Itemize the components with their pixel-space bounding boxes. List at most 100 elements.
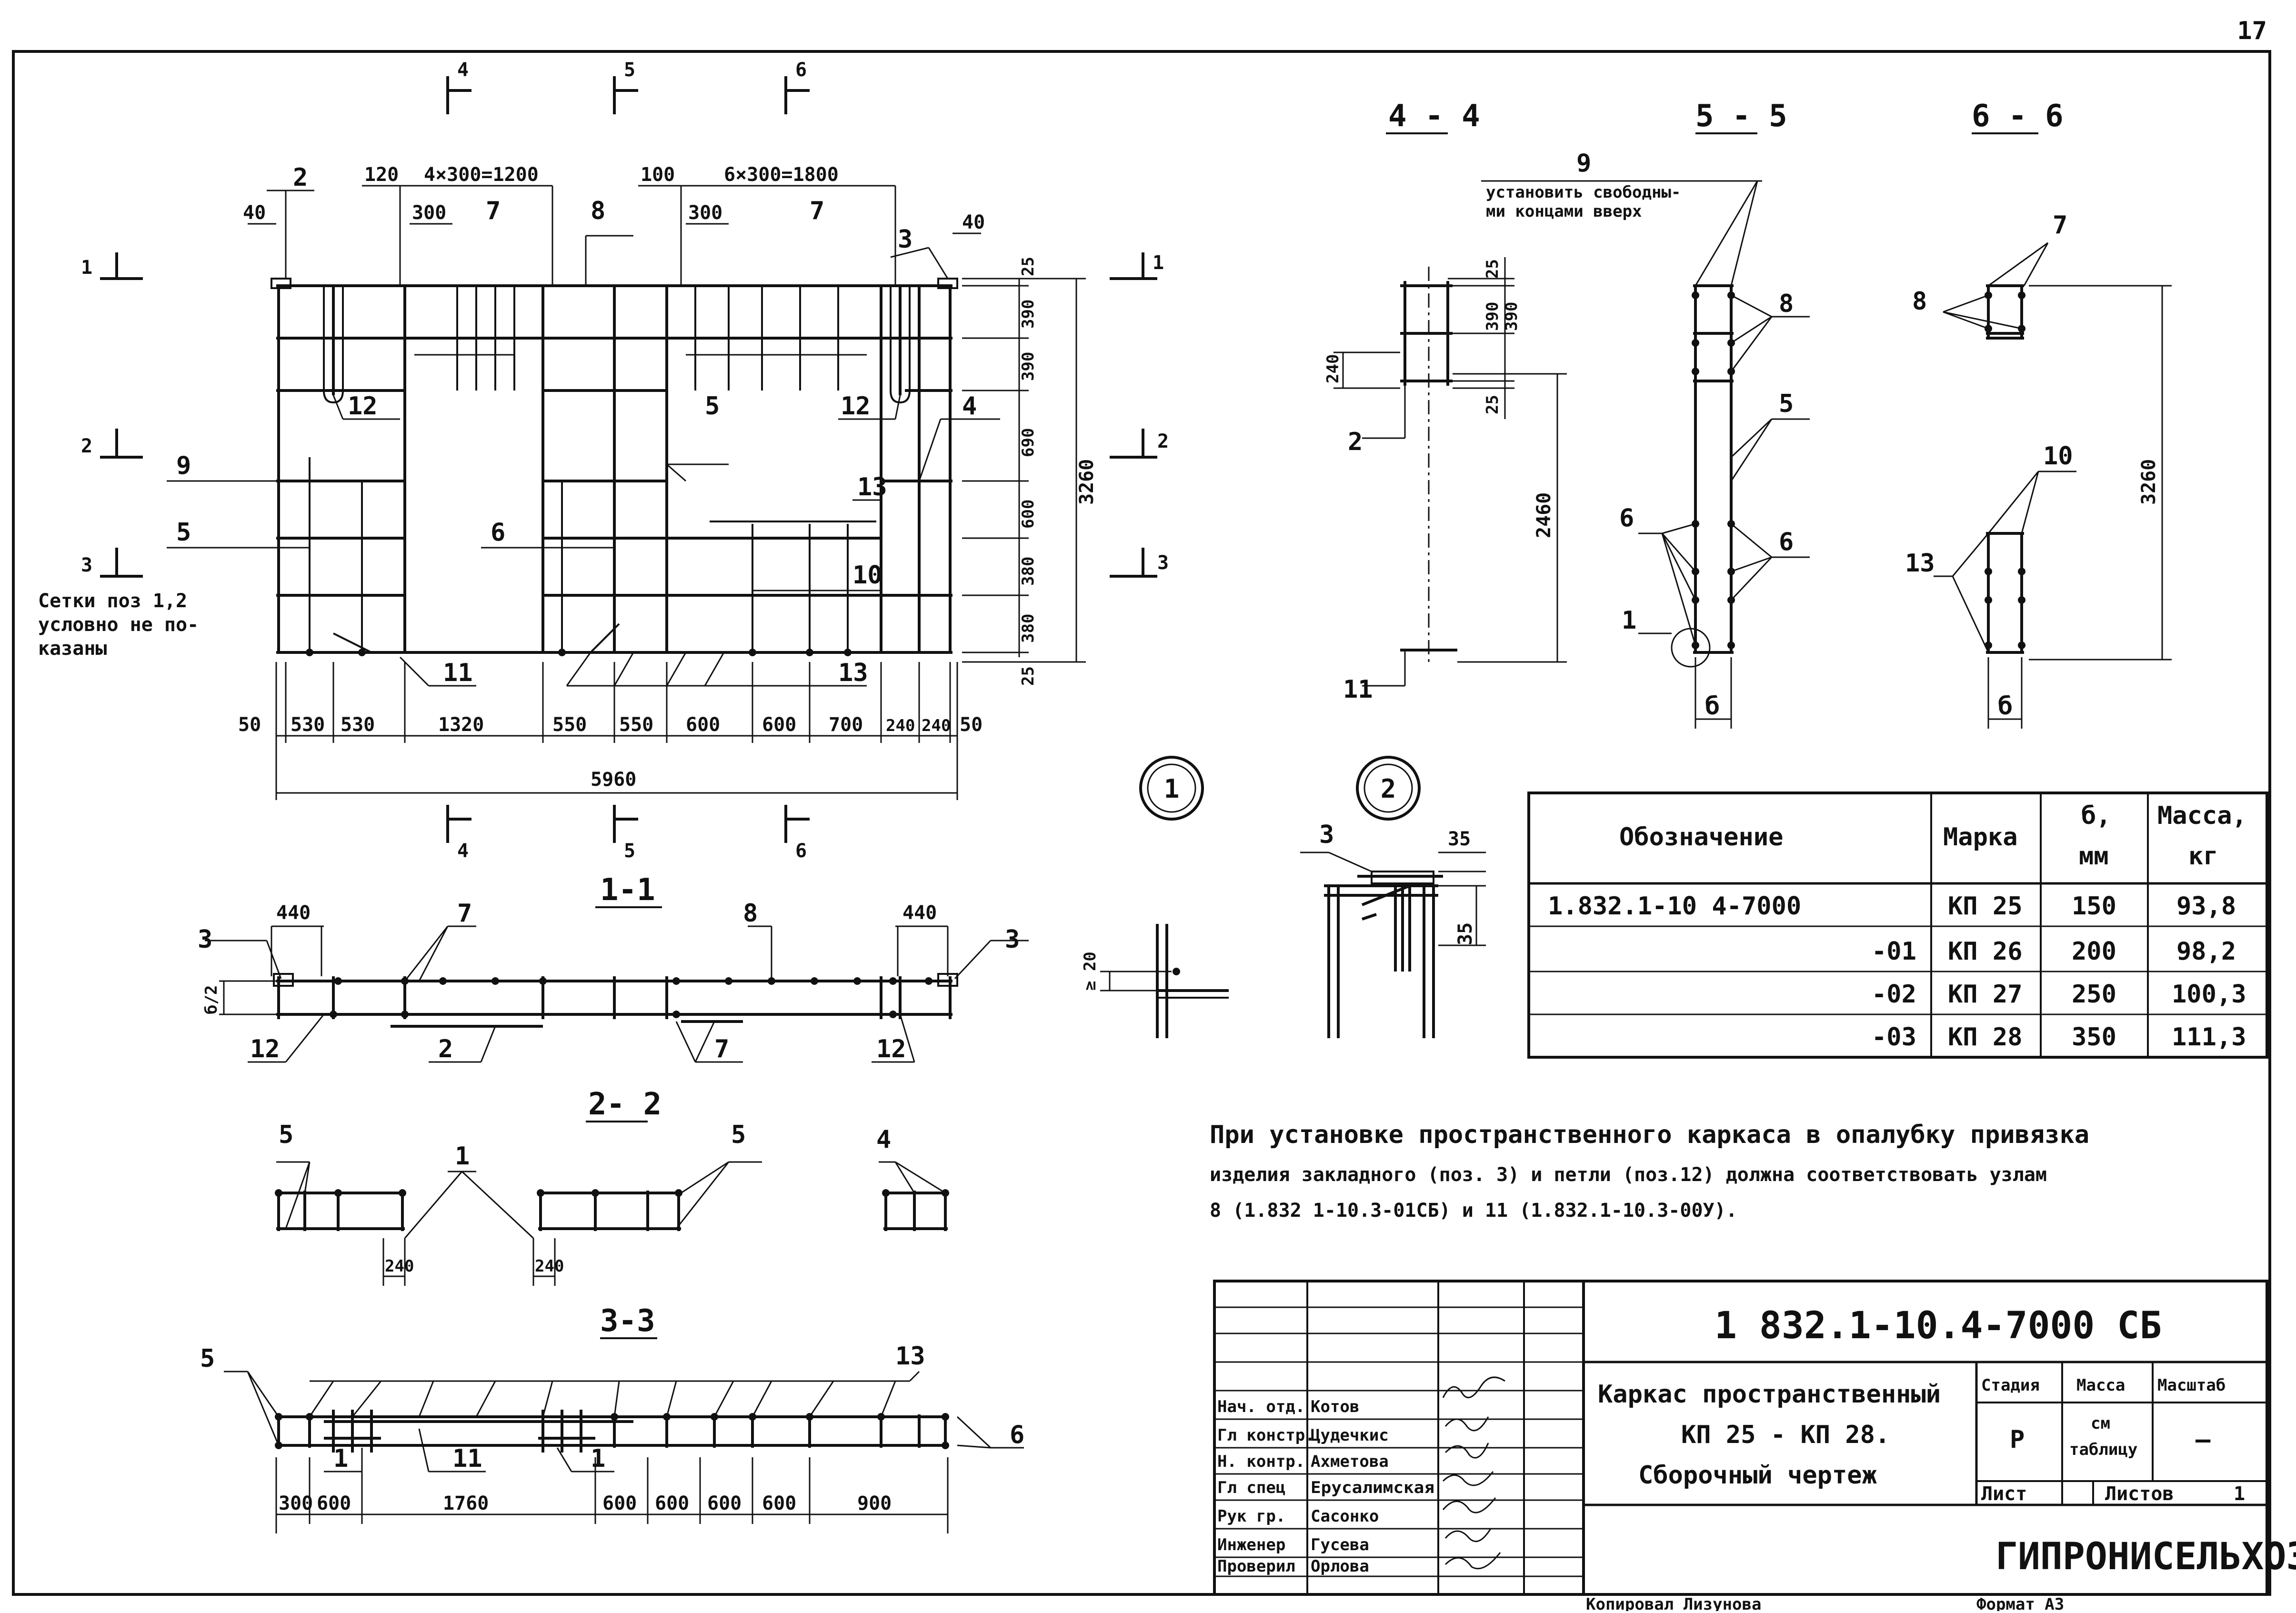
sec33-callout-5: 5 [200, 1344, 215, 1373]
sec11-callout-12b: 12 [876, 1035, 906, 1063]
plan-labels: 4 5 6 4 5 6 1 2 3 1 2 3 120 4×300=1200 1… [38, 59, 1169, 862]
sec11-callout-7a: 7 [457, 899, 472, 928]
spec-cell-mark: КП 25 [1948, 892, 2023, 921]
node-2-detail [1300, 852, 1486, 1038]
section-4-4-title: 4 - 4 [1388, 99, 1480, 134]
cut-mark-4-bottom: 4 [457, 840, 469, 862]
sec55-callout-8: 8 [1779, 290, 1794, 318]
main-note-line3: 8 (1.832 1-10.3-01СБ) и 11 (1.832.1-10.3… [1210, 1200, 1737, 1222]
sec22-callout-5b: 5 [731, 1121, 746, 1149]
dim-40-right: 40 [962, 211, 985, 233]
sec44-dim-25a: 25 [1483, 259, 1502, 279]
sec33-dim-600a: 600 [317, 1493, 351, 1514]
dim-4x300: 4×300=1200 [424, 164, 539, 186]
sec55-b: б [1705, 692, 1720, 721]
section-2-2-title: 2- 2 [588, 1087, 662, 1122]
sec55-callout-5: 5 [1779, 390, 1794, 418]
stage-value: Р [2010, 1425, 2025, 1454]
sec22-callout-4: 4 [876, 1125, 891, 1154]
spec-cell-mark: КП 28 [1948, 1023, 2023, 1052]
sec11-callout-8: 8 [743, 899, 758, 928]
mass-value-line2: таблицу [2069, 1440, 2137, 1459]
sec22-callout-1: 1 [455, 1142, 470, 1171]
spec-header-mass: Масса, [2157, 801, 2247, 830]
sec44-dim-240: 240 [1323, 354, 1343, 383]
dim-b-240a: 240 [886, 716, 915, 735]
cut-mark-4-top: 4 [457, 59, 469, 81]
spec-header-designation: Обозначение [1619, 823, 1783, 852]
sheet-label: Лист [1981, 1483, 2027, 1505]
sec22-dim-240a: 240 [385, 1257, 414, 1276]
sec11-callout-7b: 7 [714, 1035, 729, 1063]
sec55-callout-1: 1 [1622, 606, 1636, 635]
dim-40-left: 40 [243, 202, 266, 224]
dim-120: 120 [364, 164, 399, 186]
section-6-6 [1934, 132, 2172, 729]
cut-mark-6-bottom: 6 [795, 840, 807, 862]
callout-7a: 7 [486, 197, 501, 225]
dim-r-690: 690 [1019, 428, 1038, 457]
sec44-dim-390a: 390 [1483, 302, 1502, 331]
callout-8: 8 [591, 197, 605, 225]
node-2-callout-3: 3 [1319, 821, 1334, 849]
table-row: 1.832.1-10 4-7000 КП 25 150 93,8 [1548, 892, 2236, 921]
page-number: 17 [2237, 17, 2267, 45]
sig-role: Рук гр. [1217, 1507, 1285, 1526]
sec66-dim-3260: 3260 [2138, 459, 2160, 505]
doc-code: 1 832.1-10.4-7000 СБ [1714, 1304, 2162, 1347]
node-2-dim-35b: 35 [1454, 922, 1476, 945]
spec-table-body: 1.832.1-10 4-7000 КП 25 150 93,8 -01 КП … [1548, 892, 2246, 1052]
spec-cell-designation: -02 [1872, 980, 1916, 1009]
section-1-1-title: 1-1 [600, 872, 655, 908]
title-block-text: 1 832.1-10.4-7000 СБ Каркас пространстве… [1217, 1304, 2296, 1613]
main-note-line2: изделия закладного (поз. 3) и петли (поз… [1210, 1164, 2047, 1186]
spec-cell-mass: 93,8 [2176, 892, 2236, 921]
callout-12b: 12 [841, 392, 871, 421]
sheet-frame [12, 50, 2271, 1596]
sig-role: Н. контр. [1217, 1452, 1305, 1471]
callout-5a: 5 [705, 392, 720, 421]
sec11-dim-b2: б/2 [202, 985, 221, 1014]
sheets-count: 1 [2234, 1483, 2245, 1505]
node-2-label: 2 [1381, 774, 1396, 804]
callout-13b: 13 [838, 659, 868, 687]
dim-b-530a: 530 [291, 714, 325, 736]
spec-header-b-unit: мм [2079, 842, 2109, 871]
dim-300-right: 300 [688, 202, 722, 224]
node-2-dim-35a: 35 [1448, 828, 1471, 850]
spec-cell-b: 350 [2072, 1023, 2116, 1052]
cut-mark-2-left: 2 [81, 435, 92, 457]
callout-3: 3 [898, 225, 912, 254]
plan-note-line1: Сетки поз 1,2 [38, 590, 187, 612]
callout-4: 4 [962, 392, 977, 421]
spec-header-mark: Марка [1943, 823, 2018, 852]
sig-role: Гл констр. [1217, 1426, 1315, 1445]
spec-table-header: Обозначение Марка б, мм Масса, кг [1619, 801, 2247, 871]
dim-100: 100 [641, 164, 675, 186]
sec55-callout-6b: 6 [1779, 528, 1794, 556]
sec33-callout-6: 6 [1010, 1421, 1024, 1449]
col-mass: Масса [2076, 1376, 2125, 1395]
spec-cell-mass: 111,3 [2172, 1023, 2246, 1052]
spec-cell-b: 250 [2072, 980, 2116, 1009]
sec33-dim-600b: 600 [602, 1493, 637, 1514]
sec33-dim-300: 300 [279, 1493, 313, 1514]
dim-b-600b: 600 [762, 714, 796, 736]
sec55-note-line2: ми концами вверх [1486, 202, 1642, 221]
sheet-format: Формат А3 [1976, 1595, 2064, 1611]
callout-13a: 13 [857, 473, 887, 501]
table-row: -02 КП 27 250 100,3 [1872, 980, 2246, 1009]
dim-b-600a: 600 [686, 714, 720, 736]
dim-r-390a: 390 [1019, 300, 1038, 329]
sec66-callout-13: 13 [1905, 549, 1935, 578]
sec44-callout-2: 2 [1348, 428, 1363, 456]
node-1-dim: ≥ 20 [1081, 952, 1100, 991]
dim-r-390b: 390 [1019, 352, 1038, 381]
section-2-2 [275, 1121, 949, 1286]
copied-by: Копировал Лизунова [1586, 1595, 1761, 1611]
spec-cell-mass: 100,3 [2172, 980, 2246, 1009]
sec66-callout-8: 8 [1912, 287, 1927, 316]
callout-10: 10 [852, 561, 882, 590]
sec33-dim-1760: 1760 [443, 1493, 489, 1514]
